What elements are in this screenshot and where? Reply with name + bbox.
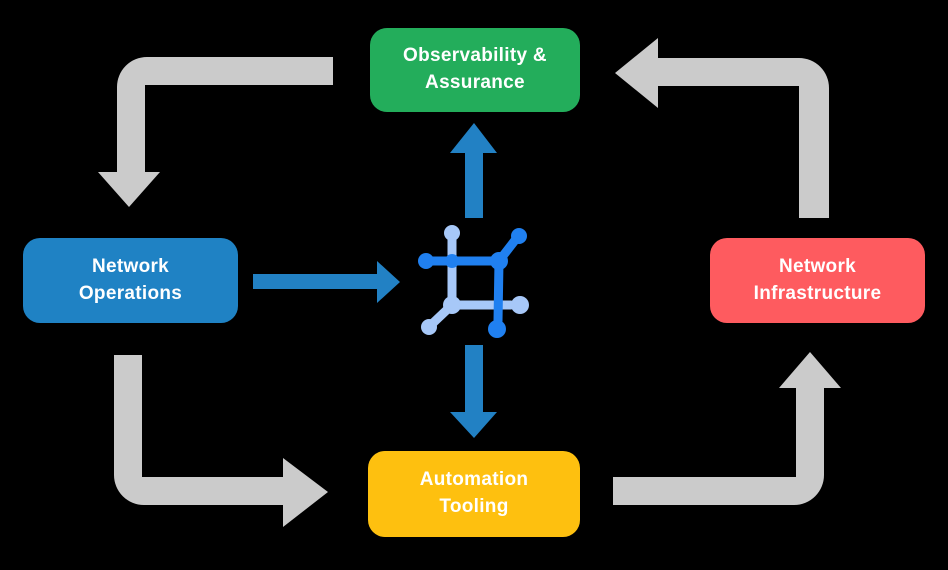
- node-network-operations: Network Operations: [23, 238, 238, 323]
- arrow-center-to-automation: [450, 345, 497, 438]
- node-automation-tooling: Automation Tooling: [368, 451, 580, 537]
- node-label: Automation Tooling: [419, 469, 529, 517]
- arrow-operations-to-automation: [114, 355, 328, 527]
- network-automation-hub-icon: [418, 225, 529, 338]
- node-label: Network Infrastructure: [753, 255, 882, 304]
- arrow-center-to-observability: [450, 123, 497, 218]
- arrow-operations-to-center: [253, 261, 400, 303]
- node-network-infrastructure: Network Infrastructure: [710, 238, 925, 323]
- arrow-observability-to-operations: [98, 57, 333, 207]
- arrow-automation-to-infrastructure: [613, 352, 841, 505]
- node-label: Network Operations: [78, 255, 183, 304]
- arrow-infrastructure-to-observability: [615, 38, 829, 218]
- node-label: Observability & Assurance: [403, 45, 547, 93]
- node-observability-assurance: Observability & Assurance: [370, 28, 580, 112]
